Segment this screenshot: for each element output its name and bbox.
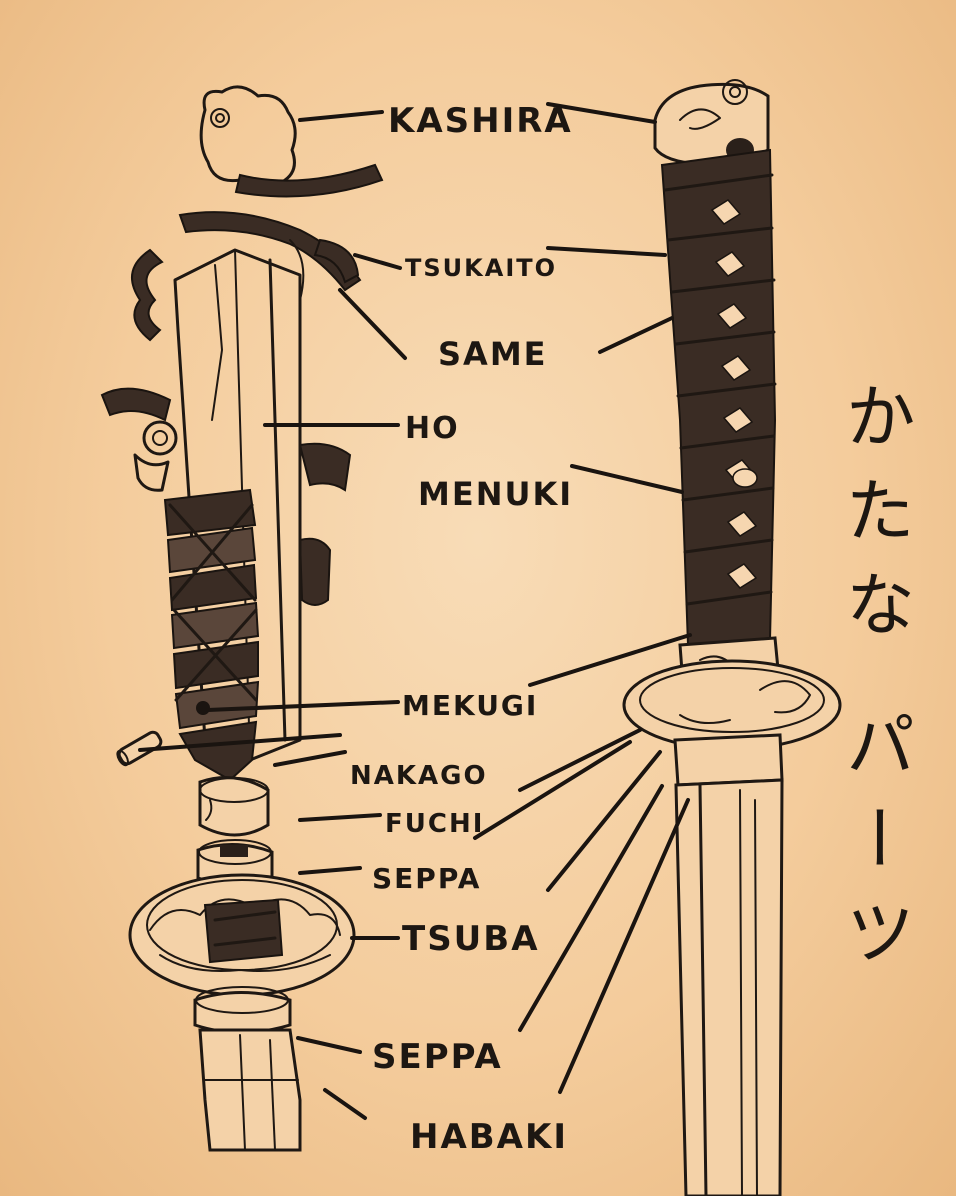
label-seppa-lower: SEPPA [372,1037,503,1077]
habaki-left [200,1030,300,1150]
kashira-left [201,87,295,186]
tsukaito-ribbon-3 [132,250,162,340]
tsuba-left [130,875,354,995]
label-kashira: KASHIRA [388,101,573,141]
label-tsukaito: TSUKAITO [405,254,557,282]
mekugi-hole [196,701,210,715]
tsuka-handle [662,150,775,645]
fuchi [200,778,268,836]
label-habaki: HABAKI [410,1117,568,1157]
label-ho: HO [405,411,460,446]
exploded-handle [102,87,382,1150]
tsukaito-ribbon-4 [102,389,170,420]
label-menuki: MENUKI [418,475,573,513]
label-tsuba: TSUBA [402,919,540,959]
assembled-katana [624,80,840,1196]
label-fuchi: FUCHI [385,809,484,839]
wrapped-handle-left [165,490,258,780]
menuki-right [733,469,757,487]
label-mekugi: MEKUGI [402,689,538,722]
label-same: SAME [438,335,548,373]
blade [676,780,782,1196]
tsukaito-ribbon-5 [300,444,350,490]
label-seppa-upper: SEPPA [372,862,481,895]
tsukaito-ribbon-1 [236,165,382,196]
menuki-left [144,422,176,454]
habaki-right [675,735,782,785]
tsukaito-ribbon-6 [300,539,330,605]
label-nakago: NAKAGO [350,761,488,791]
vertical-title: かたな パーツ [834,380,916,990]
